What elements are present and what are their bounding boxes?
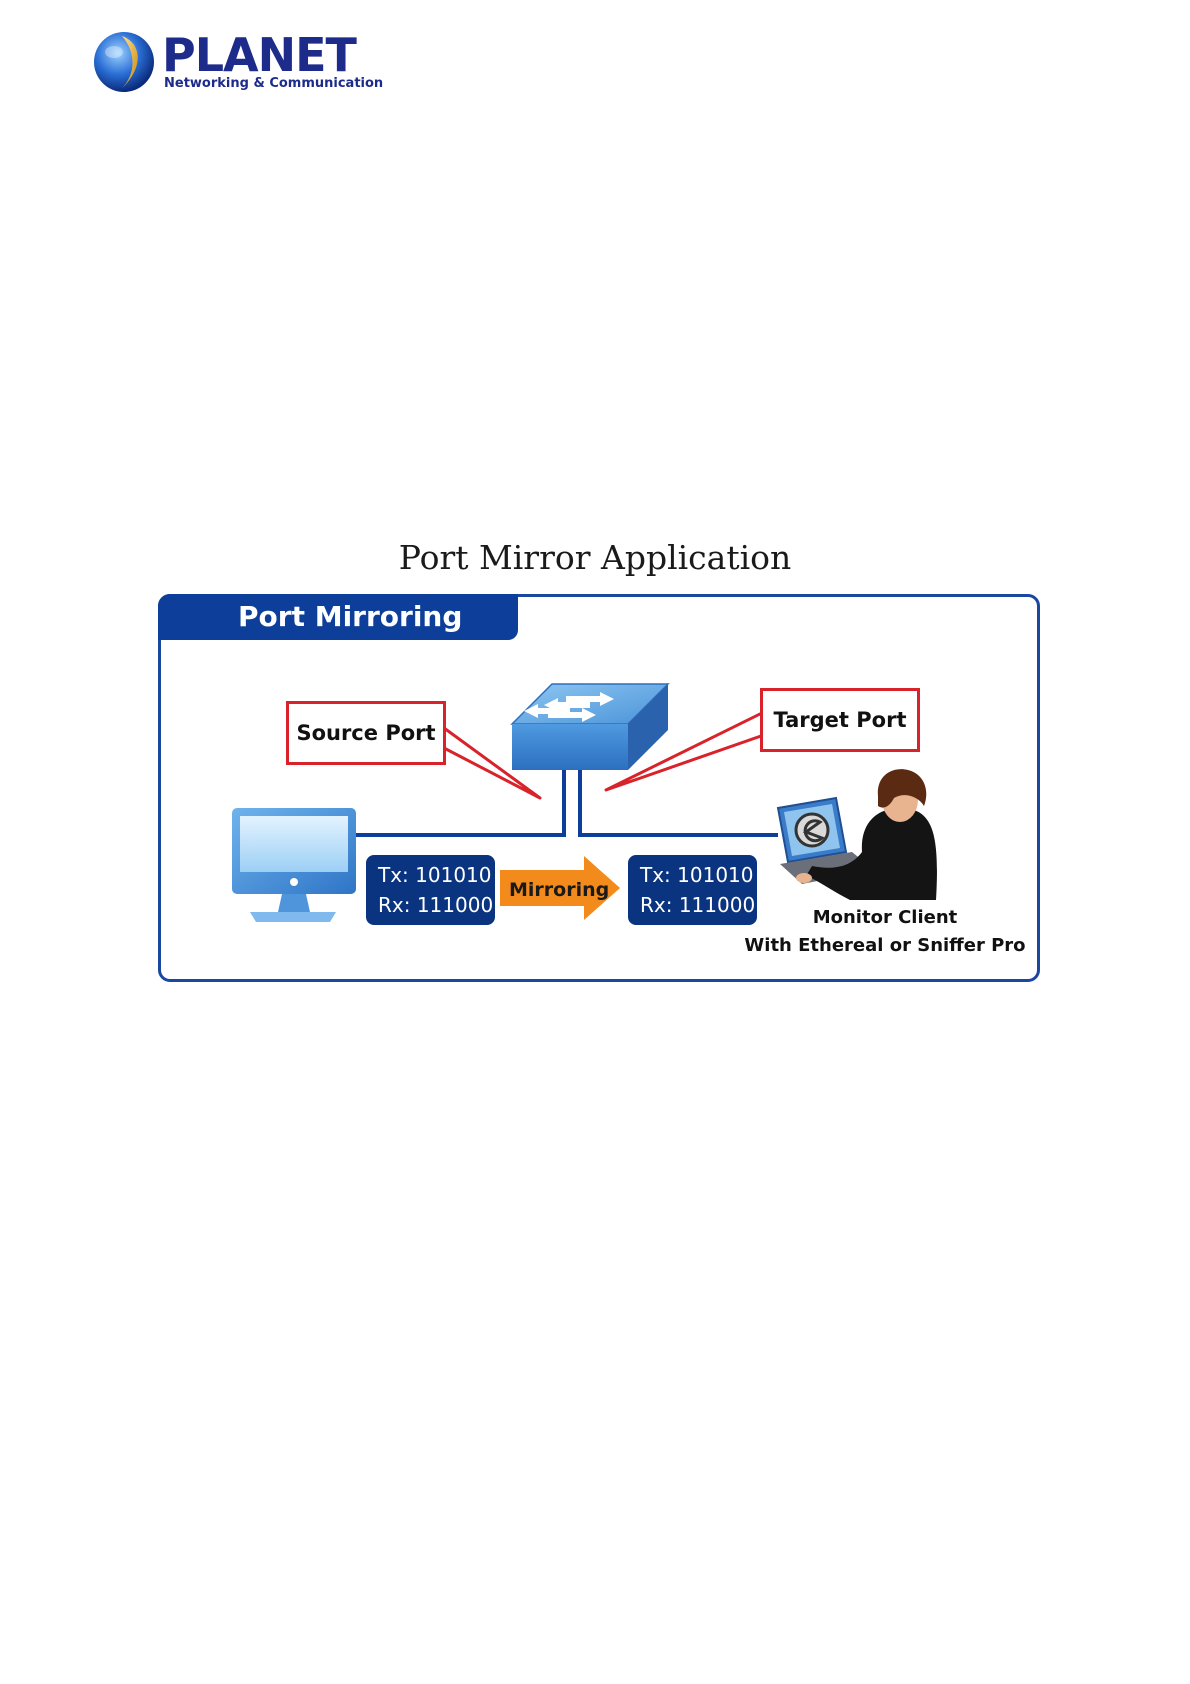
target-data-box: Tx: 101010 Rx: 111000 <box>628 855 757 925</box>
source-rx: Rx: 111000 <box>378 890 495 920</box>
source-cable <box>356 770 564 835</box>
target-tx: Tx: 101010 <box>640 860 757 890</box>
source-port-callout: Source Port <box>286 701 446 765</box>
mirroring-label: Mirroring <box>509 878 609 902</box>
monitor-icon <box>232 808 356 922</box>
client-label-line2: With Ethereal or Sniffer Pro <box>740 932 1030 960</box>
target-cable <box>580 770 778 835</box>
client-label-line1: Monitor Client <box>740 904 1030 932</box>
monitor-client-label: Monitor Client With Ethereal or Sniffer … <box>740 904 1030 960</box>
target-port-callout: Target Port <box>760 688 920 752</box>
network-cables <box>356 770 778 835</box>
source-data-box: Tx: 101010 Rx: 111000 <box>366 855 495 925</box>
monitor-client-icon <box>778 769 937 900</box>
switch-icon <box>512 684 668 770</box>
source-tx: Tx: 101010 <box>378 860 495 890</box>
